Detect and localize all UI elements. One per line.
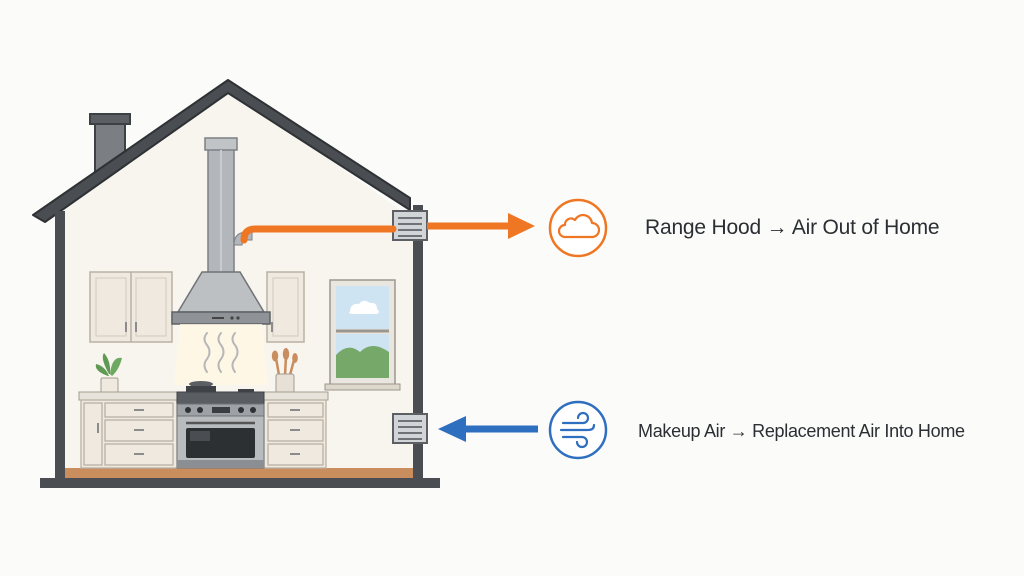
wind-icon xyxy=(548,400,608,460)
cloud-icon xyxy=(548,198,608,258)
lower-cabinets-left xyxy=(80,399,178,469)
kitchen-floor xyxy=(63,468,415,478)
stove xyxy=(176,381,265,469)
utensil-crock xyxy=(271,348,298,394)
range-hood xyxy=(171,271,271,325)
range-hood-callout-label: Range Hood → Air Out of Home xyxy=(645,216,940,239)
hood-light-glow xyxy=(174,324,268,385)
makeup-airflow-arrow xyxy=(438,416,538,442)
makeup-air-wall-vent xyxy=(392,413,428,444)
lower-cabinets-right xyxy=(263,399,327,469)
makeup-air-callout-label: Makeup Air → Replacement Air Into Home xyxy=(638,421,965,441)
upper-cabinets-right xyxy=(266,271,305,343)
potted-plant xyxy=(95,353,122,394)
exhaust-wall-vent xyxy=(392,210,428,241)
range-hood-duct xyxy=(204,137,253,274)
exhaust-airflow-arrow xyxy=(240,213,535,244)
steam-wisps xyxy=(203,332,239,373)
upper-cabinets-left xyxy=(89,271,173,343)
kitchen-window xyxy=(324,279,401,391)
